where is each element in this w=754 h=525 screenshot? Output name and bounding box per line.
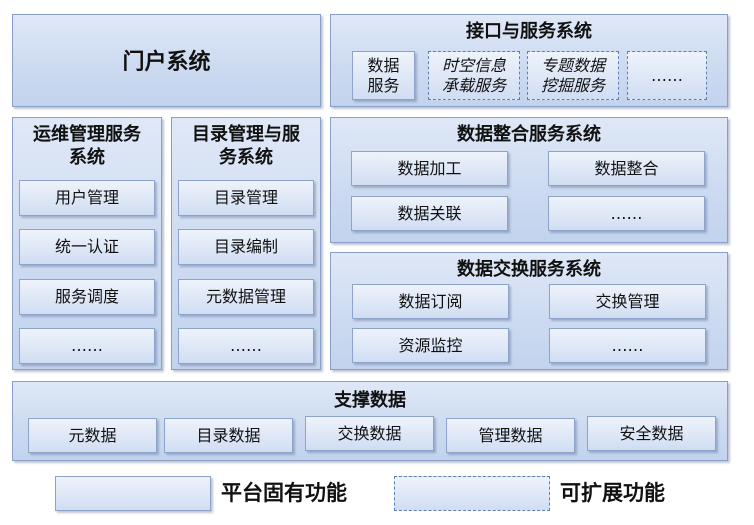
legend-solid-label: 平台固有功能 bbox=[221, 481, 347, 505]
exchange-item-exchange-management: 交换管理 bbox=[549, 284, 706, 319]
catalog-item-catalog-compilation: 目录编制 bbox=[178, 229, 314, 265]
integration-item-association: 数据关联 bbox=[351, 196, 508, 231]
exchange-item-more: …… bbox=[549, 328, 706, 363]
ops-item-more: …… bbox=[19, 328, 155, 364]
portal-system-title: 门户系统 bbox=[122, 50, 211, 75]
catalog-item-metadata-management: 元数据管理 bbox=[178, 279, 314, 315]
support-item-exchange-data: 交换数据 bbox=[305, 416, 434, 451]
ops-item-user-management: 用户管理 bbox=[19, 180, 155, 216]
support-item-management-data: 管理数据 bbox=[446, 418, 575, 453]
integration-item-more: …… bbox=[548, 196, 705, 231]
catalog-item-more: …… bbox=[178, 328, 314, 364]
integration-item-integration: 数据整合 bbox=[548, 151, 705, 186]
integration-service-title: 数据整合服务系统 bbox=[457, 124, 601, 145]
thematic-mining-service-box: 专题数据 挖掘服务 bbox=[527, 51, 619, 100]
support-item-metadata: 元数据 bbox=[28, 418, 157, 453]
ops-item-unified-auth: 统一认证 bbox=[19, 229, 155, 265]
interface-more-box: …… bbox=[627, 51, 707, 100]
exchange-item-subscription: 数据订阅 bbox=[352, 284, 509, 319]
portal-system-panel: 门户系统 bbox=[12, 14, 321, 107]
legend-dashed-swatch bbox=[394, 476, 550, 511]
interface-service-title: 接口与服务系统 bbox=[466, 21, 592, 42]
catalog-item-catalog-management: 目录管理 bbox=[178, 180, 314, 216]
support-item-catalog-data: 目录数据 bbox=[164, 418, 293, 453]
support-item-security-data: 安全数据 bbox=[587, 416, 716, 451]
exchange-item-resource-monitoring: 资源监控 bbox=[352, 328, 509, 363]
catalog-service-title: 目录管理与服 务系统 bbox=[192, 124, 300, 168]
ops-item-service-scheduling: 服务调度 bbox=[19, 279, 155, 315]
spatiotemporal-service-box: 时空信息 承载服务 bbox=[428, 51, 520, 100]
support-data-title: 支撑数据 bbox=[334, 390, 406, 411]
ops-service-title: 运维管理服务 系统 bbox=[33, 124, 141, 168]
integration-item-processing: 数据加工 bbox=[351, 151, 508, 186]
exchange-service-title: 数据交换服务系统 bbox=[457, 259, 601, 280]
legend-solid-swatch bbox=[55, 476, 211, 511]
legend-dashed-label: 可扩展功能 bbox=[560, 481, 665, 505]
data-service-box: 数据 服务 bbox=[352, 51, 415, 100]
